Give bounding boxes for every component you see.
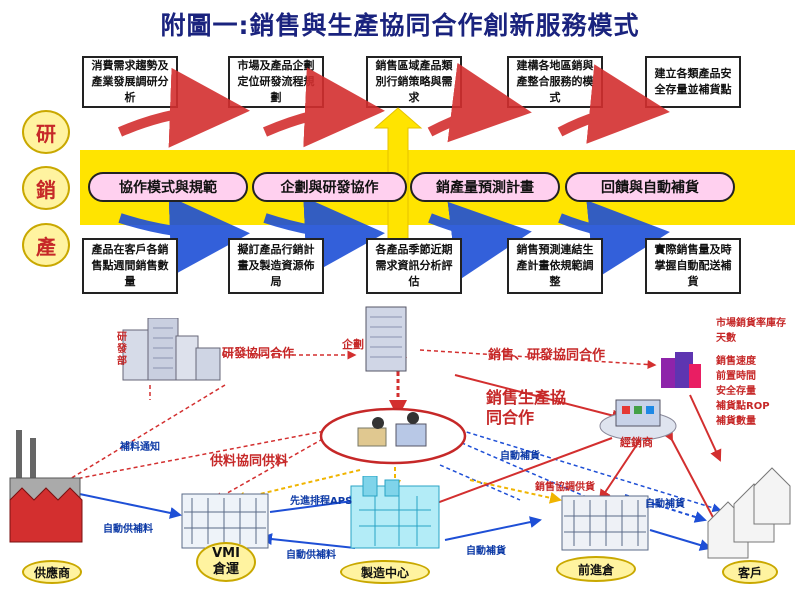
auto-replenish-label-1: 自動補貨 bbox=[500, 451, 540, 462]
metric-line-2: 前置時間 bbox=[716, 371, 756, 382]
metric-line-4: 補貨點ROP bbox=[716, 401, 770, 412]
vmi-warehouse-icon bbox=[181, 493, 269, 549]
auto-replenish-label-3: 自動補貨 bbox=[466, 546, 506, 557]
pill-collab-spec: 協作模式與規範 bbox=[88, 172, 248, 202]
hq-label: 企劃 bbox=[342, 338, 364, 351]
auto-supply-label-1: 自動供補料 bbox=[103, 524, 153, 535]
metric-line-1: 銷售速度 bbox=[716, 356, 756, 367]
hq-building-icon bbox=[365, 306, 407, 372]
metrics-block: 市場銷貨率庫存天數 銷售速度 前置時間 安全存量 補貨點ROP 補貨數量 bbox=[716, 316, 794, 429]
bottom-box-1: 產品在客戶各銷售點週間銷售數量 bbox=[82, 238, 178, 294]
rd-collab-label: 研發協同合作 bbox=[222, 346, 295, 360]
side-label-sales: 銷 bbox=[22, 166, 70, 210]
material-notice-label: 補料通知 bbox=[120, 442, 160, 453]
bottom-box-4: 銷售預測連結生產計畫依規範調整 bbox=[507, 238, 603, 294]
store-icon bbox=[661, 352, 701, 388]
side-label-research: 研 bbox=[22, 110, 70, 154]
metrics-market: 市場銷貨率庫存天數 bbox=[716, 318, 786, 344]
node-manufacturing: 製造中心 bbox=[340, 560, 430, 584]
distributor-icon bbox=[599, 399, 677, 441]
distributor-label: 經銷商 bbox=[620, 436, 653, 449]
node-customer: 客戶 bbox=[722, 560, 778, 584]
sales-prod-collab-label: 銷售生產協同合作 bbox=[486, 388, 567, 427]
bottom-box-5: 實際銷售量及時掌握自動配送補貨 bbox=[645, 238, 741, 294]
pill-forecast: 銷產量預測計畫 bbox=[410, 172, 560, 202]
pill-feedback: 回饋與自動補貨 bbox=[565, 172, 735, 202]
forward-warehouse-icon bbox=[561, 495, 649, 551]
top-box-3: 銷售區域產品類別行銷策略與需求 bbox=[366, 56, 462, 108]
bottom-box-2: 擬訂產品行銷計畫及製造資源佈局 bbox=[228, 238, 324, 294]
rd-dept-label: 研發部 bbox=[117, 332, 127, 367]
sales-rd-collab-label: 銷售、研發協同合作 bbox=[488, 348, 606, 363]
sales-collab-supply-label: 銷售協調供貨 bbox=[535, 482, 595, 493]
factory-icon bbox=[9, 430, 83, 543]
metric-line-5: 補貨數量 bbox=[716, 416, 756, 427]
node-supplier: 供應商 bbox=[22, 560, 82, 584]
auto-replenish-label-2: 自動補貨 bbox=[645, 499, 685, 510]
node-vmi: VMI 倉運 bbox=[196, 542, 256, 582]
supply-collab-label: 供料協同供料 bbox=[210, 454, 289, 469]
top-box-1: 消費需求趨勢及產業發展調研分析 bbox=[82, 56, 178, 108]
pill-plan-rd: 企劃與研發協作 bbox=[252, 172, 407, 202]
side-label-production: 產 bbox=[22, 223, 70, 267]
meeting-hub bbox=[319, 407, 467, 465]
manufacturing-icon bbox=[350, 476, 440, 549]
node-warehouse: 前進倉 bbox=[556, 556, 636, 582]
bottom-box-3: 各產品季節近期需求資訊分析評估 bbox=[366, 238, 462, 294]
page-title: 附圖一:銷售與生產協同合作創新服務模式 bbox=[160, 11, 640, 40]
auto-supply-label-2: 自動供補料 bbox=[286, 550, 336, 561]
customer-houses-icon bbox=[707, 467, 791, 559]
rd-building-icon bbox=[122, 318, 221, 381]
aps-label: 先進排程APS bbox=[290, 496, 353, 507]
metric-line-3: 安全存量 bbox=[716, 386, 756, 397]
